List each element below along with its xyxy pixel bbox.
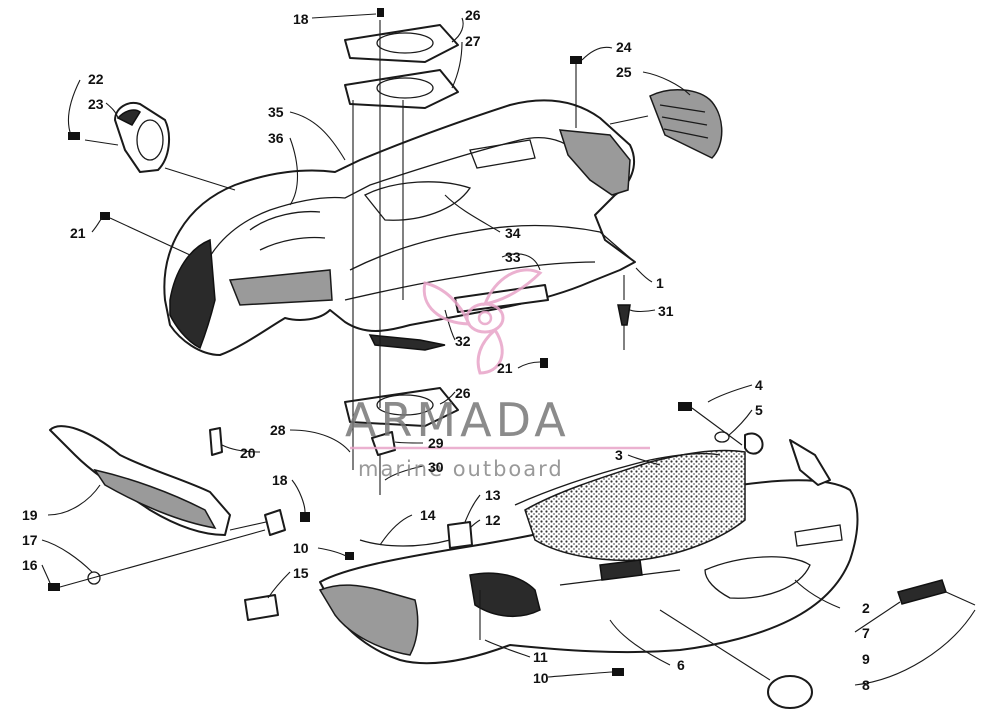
clip-12	[447, 521, 473, 549]
callout-9: 9	[862, 651, 870, 667]
screw-21-left	[100, 212, 191, 256]
callout-26-lower: 26	[455, 385, 471, 401]
callout-1: 1	[656, 275, 664, 291]
clip-15	[244, 594, 279, 621]
callout-3: 3	[615, 447, 623, 463]
callout-21-left: 21	[70, 225, 86, 241]
callout-21-lower: 21	[497, 360, 513, 376]
screw-10-lower	[612, 668, 624, 676]
mount-plates	[344, 8, 459, 427]
callout-28: 28	[270, 422, 286, 438]
drain-cap	[659, 609, 813, 709]
callout-5: 5	[755, 402, 763, 418]
callout-18-top: 18	[293, 11, 309, 27]
side-handle	[49, 425, 276, 536]
callout-17: 17	[22, 532, 38, 548]
callout-8: 8	[862, 677, 870, 693]
callout-6: 6	[677, 657, 685, 673]
callout-26-top: 26	[465, 7, 481, 23]
cable-14	[359, 539, 451, 547]
callout-7: 7	[862, 625, 870, 641]
callout-36: 36	[268, 130, 284, 146]
callout-33: 33	[505, 249, 521, 265]
callout-27: 27	[465, 33, 481, 49]
callout-20: 20	[240, 445, 256, 461]
callout-13: 13	[485, 487, 501, 503]
grille-panel	[609, 89, 723, 159]
callout-10-lower: 10	[533, 670, 549, 686]
callout-10-upper: 10	[293, 540, 309, 556]
upper-body-shell	[163, 99, 636, 356]
vent-housing	[68, 102, 236, 191]
screw-16	[48, 583, 60, 591]
callout-11: 11	[533, 649, 548, 665]
washer-5	[714, 431, 730, 443]
callout-34: 34	[505, 225, 521, 241]
screw-21-lower	[540, 358, 548, 368]
rivet-31	[617, 275, 631, 350]
callout-16: 16	[22, 557, 38, 573]
lower-hull	[318, 432, 859, 665]
callout-29: 29	[428, 435, 444, 451]
callout-15: 15	[293, 565, 309, 581]
leader-lines	[41, 13, 976, 686]
watermark-logo	[422, 268, 543, 375]
screw-4	[678, 402, 692, 411]
watermark-tagline: marine outboard	[358, 457, 564, 481]
clip-20	[209, 427, 223, 456]
callout-12: 12	[485, 512, 501, 528]
callout-4: 4	[755, 377, 763, 393]
callout-14: 14	[420, 507, 436, 523]
callout-labels: 18 26 27 24 25 22 23 35 36 21 34 33 1 31…	[22, 7, 870, 693]
callout-2: 2	[862, 600, 870, 616]
reflector-plate	[897, 579, 976, 606]
callout-30: 30	[428, 459, 444, 475]
callout-22: 22	[88, 71, 104, 87]
callout-32: 32	[455, 333, 471, 349]
callout-25: 25	[616, 64, 632, 80]
callout-24: 24	[616, 39, 632, 55]
screw-10-upper	[345, 552, 354, 560]
callout-19: 19	[22, 507, 38, 523]
bracket-17	[264, 509, 286, 536]
nut-18	[300, 512, 310, 522]
watermark: ARMADA marine outboard	[345, 268, 650, 481]
callout-31: 31	[658, 303, 674, 319]
screw-24	[570, 56, 582, 128]
hull-rail	[514, 452, 721, 506]
callout-35: 35	[268, 104, 284, 120]
callout-18-lower: 18	[272, 472, 288, 488]
washer-17	[87, 571, 101, 585]
callout-23: 23	[88, 96, 104, 112]
watermark-brand: ARMADA	[345, 393, 570, 447]
